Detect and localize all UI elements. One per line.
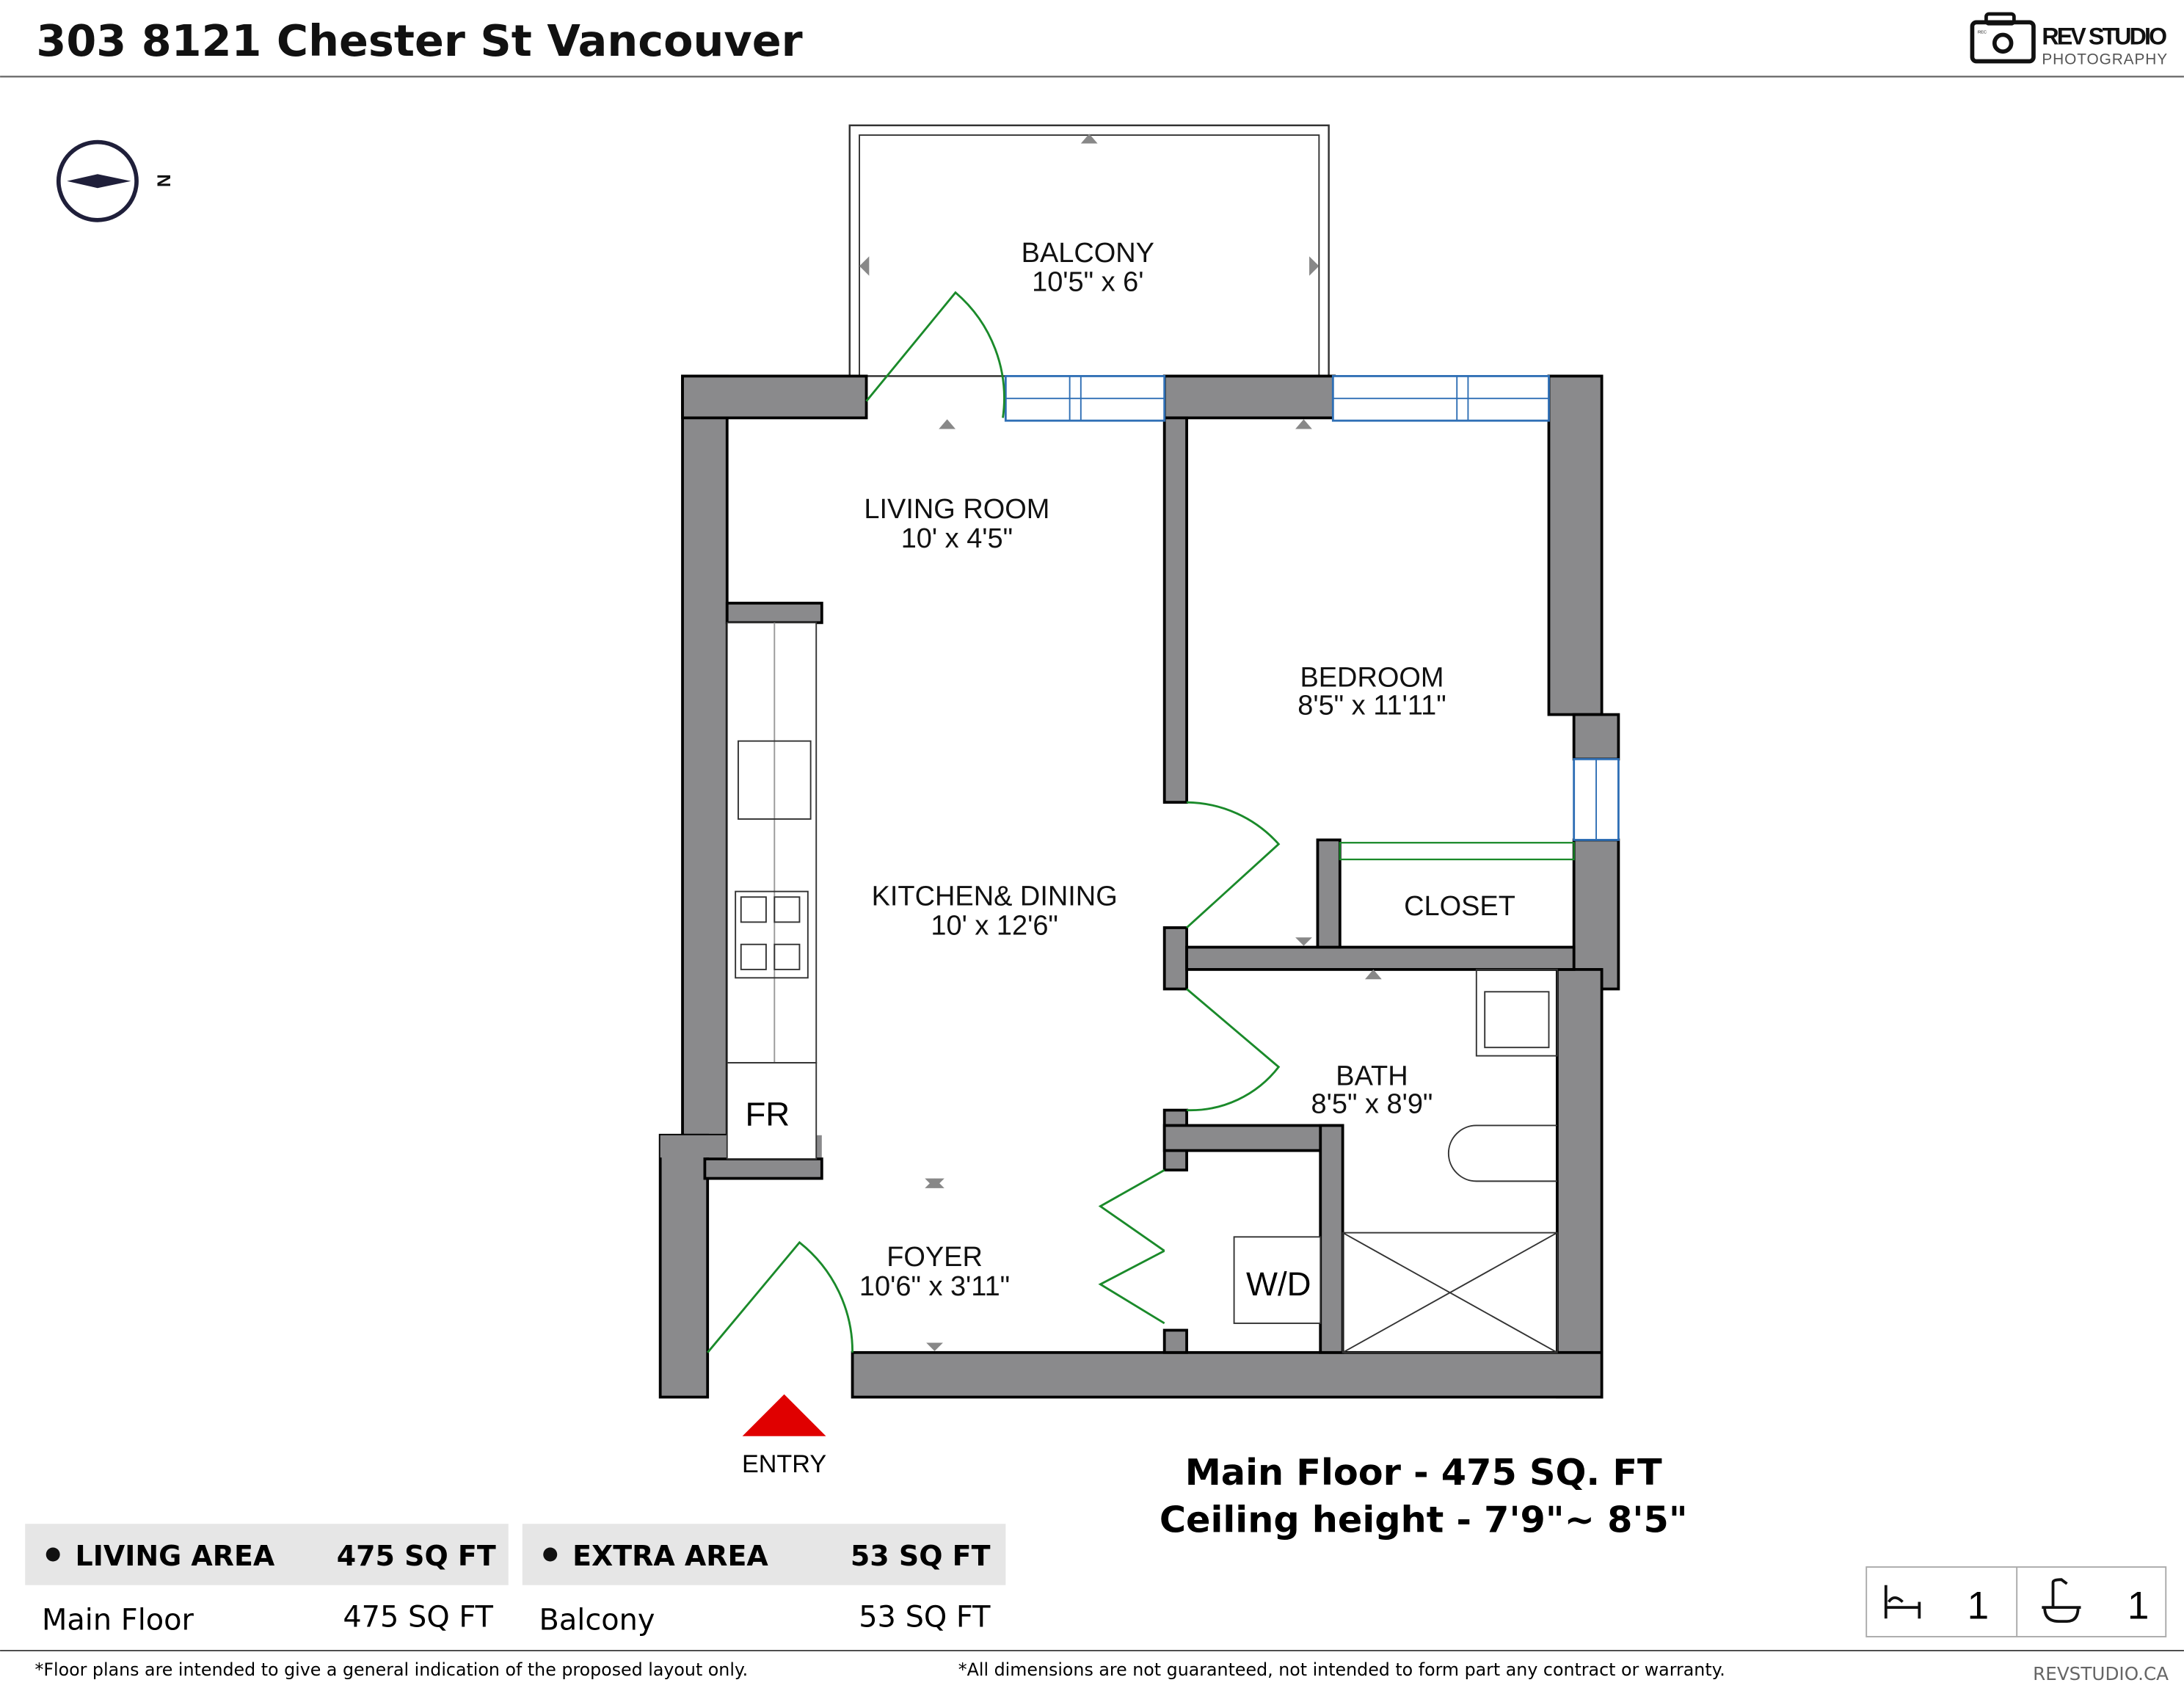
living-area-table: LIVING AREA 475 SQ FT Main Floor 475 SQ … — [25, 1524, 509, 1637]
room-name-bath: BATH — [1336, 1061, 1408, 1091]
rev-studio-logo: REC REV STUDIO PHOTOGRAPHY — [1970, 12, 2167, 68]
compass-north-label: N — [153, 174, 173, 187]
washer-dryer — [1233, 1236, 1322, 1324]
area-title: LIVING AREA — [76, 1540, 275, 1572]
room-name-balcony: BALCONY — [1022, 238, 1154, 269]
bath-fixtures: W/D — [1233, 968, 1558, 1353]
footer-site: REVSTUDIO.CA — [2033, 1663, 2169, 1684]
stove-icon — [735, 890, 809, 979]
room-dims-balcony: 10'5" x 6' — [1032, 267, 1143, 298]
logo-main-text: REV STUDIO — [2042, 23, 2167, 50]
bathroom-count: 1 — [2127, 1584, 2150, 1627]
washer-dryer-label: W/D — [1246, 1265, 1311, 1303]
walls — [658, 374, 1620, 1399]
page-title: 303 8121 Chester St Vancouver — [36, 15, 802, 66]
compass-icon: N — [56, 139, 173, 222]
doors — [707, 291, 1575, 1353]
area-row-value: 53 SQ FT — [859, 1601, 991, 1634]
logo-rec: REC — [1978, 31, 1987, 35]
area-row-name: Main Floor — [42, 1603, 194, 1637]
kitchen-counter: FR — [726, 622, 818, 1160]
room-name-bedroom: BEDROOM — [1300, 663, 1444, 694]
extra-area-table: EXTRA AREA 53 SQ FT Balcony 53 SQ FT — [522, 1524, 1006, 1637]
room-labels: BALCONY 10'5" x 6' LIVING ROOM 10' x 4'5… — [859, 238, 1515, 1302]
entry-arrow-icon — [742, 1394, 826, 1436]
room-dims-bedroom: 8'5" x 11'11" — [1297, 691, 1446, 721]
room-name-closet: CLOSET — [1404, 891, 1515, 922]
room-name-living: LIVING ROOM — [864, 494, 1049, 525]
area-total: 475 SQ FT — [337, 1540, 496, 1572]
area-title: EXTRA AREA — [572, 1540, 768, 1572]
area-row-name: Balcony — [539, 1603, 655, 1637]
logo-sub-text: PHOTOGRAPHY — [2042, 51, 2167, 68]
room-dims-foyer: 10'6" x 3'11" — [859, 1271, 1010, 1302]
shower-icon — [1342, 1232, 1558, 1353]
fridge-label: FR — [745, 1095, 790, 1132]
ceiling-height: Ceiling height - 7'9"~ 8'5" — [1160, 1499, 1688, 1541]
area-row-value: 475 SQ FT — [343, 1601, 493, 1634]
area-total: 53 SQ FT — [851, 1540, 991, 1572]
dimension-markers — [859, 134, 1382, 1351]
toilet-icon — [1447, 1124, 1557, 1182]
bathtub-icon — [2042, 1578, 2081, 1623]
bed-icon — [1884, 1585, 1921, 1619]
bedroom-count: 1 — [1968, 1584, 1990, 1627]
room-dims-living: 10' x 4'5" — [901, 523, 1013, 554]
sink-icon — [737, 740, 812, 820]
bath-sink-icon — [1475, 968, 1558, 1057]
room-dims-bath: 8'5" x 8'9" — [1311, 1088, 1433, 1119]
entry-label: ENTRY — [742, 1450, 826, 1478]
footer-note-left: *Floor plans are intended to give a gene… — [35, 1659, 749, 1680]
windows — [1004, 374, 1620, 841]
footer-note-right: *All dimensions are not guaranteed, not … — [958, 1659, 1725, 1680]
floor-area-summary: Main Floor - 475 SQ. FT — [1185, 1451, 1662, 1494]
room-dims-kitchen: 10' x 12'6" — [931, 910, 1058, 941]
room-name-kitchen: KITCHEN& DINING — [872, 881, 1118, 912]
room-counts: 1 1 — [1866, 1566, 2167, 1637]
camera-icon — [1970, 20, 2036, 64]
fridge — [726, 1062, 818, 1160]
room-name-foyer: FOYER — [887, 1242, 983, 1273]
